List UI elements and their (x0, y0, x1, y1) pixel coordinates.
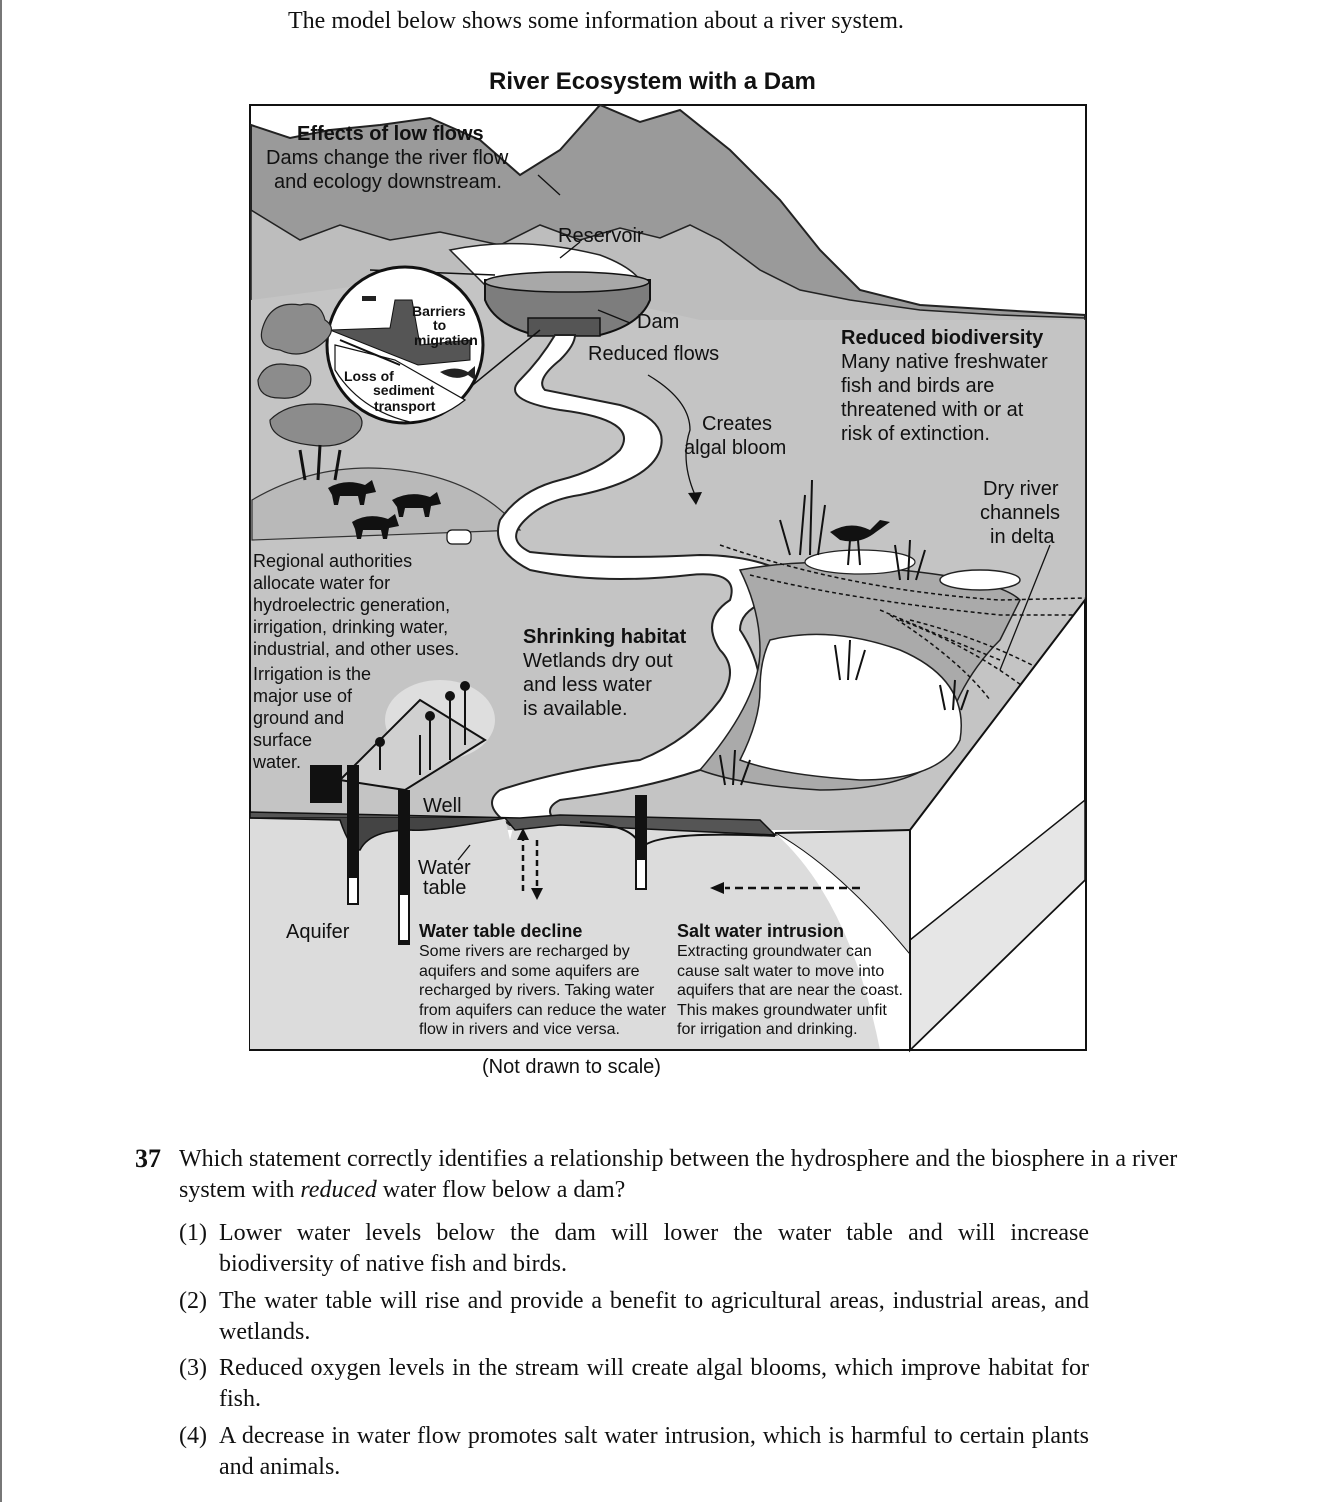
label-barriers-1: Barriers (412, 303, 466, 319)
callout-lines (457, 174, 1051, 861)
wading-bird-icon (830, 520, 890, 566)
answer-option-text: The water table will rise and provide a … (219, 1288, 1089, 1345)
label-regional-5: industrial, and other uses. (253, 639, 459, 659)
label-loss-2: sediment (373, 382, 435, 398)
label-wtd-4: from aquifers can reduce the water (419, 1002, 667, 1019)
label-biodiversity-1: Many native freshwater (841, 351, 1048, 373)
label-well: Well (423, 795, 462, 817)
fish-icon (440, 366, 475, 380)
label-dry-2: channels (980, 502, 1060, 524)
label-shrink-3: is available. (523, 698, 628, 720)
question-stem-part1: Which statement correctly identifies a r… (179, 1146, 1178, 1203)
question-stem-emphasis: reduced (300, 1177, 377, 1203)
label-reservoir: Reservoir (558, 225, 644, 247)
label-irrigation-5: water. (252, 752, 301, 772)
label-swi-5: for irrigation and drinking. (677, 1021, 858, 1038)
label-wtd-heading: Water table decline (419, 921, 582, 941)
label-irrigation-2: major use of (253, 686, 353, 706)
answer-option-2[interactable]: (2) The water table will rise and provid… (179, 1286, 1089, 1348)
label-aquifer: Aquifer (286, 921, 350, 943)
label-barriers-2: to (433, 317, 446, 333)
label-water-table-2: table (423, 877, 466, 899)
answer-option-4[interactable]: (4) A decrease in water flow promotes sa… (179, 1421, 1089, 1483)
label-biodiversity-heading: Reduced biodiversity (841, 327, 1044, 349)
cattle-icons (328, 480, 441, 539)
up-arrow-icon (517, 828, 529, 840)
left-arrow-icon (710, 882, 724, 894)
irrigation-field (310, 680, 495, 803)
label-wtd-3: recharged by rivers. Taking water (419, 982, 655, 999)
label-loss-1: Loss of (344, 368, 394, 384)
page-left-border (0, 0, 2, 1502)
delta-island (939, 569, 1021, 591)
crop-plant-icons (375, 681, 470, 775)
trees (257, 303, 363, 481)
label-biodiversity-4: risk of extinction. (841, 423, 990, 445)
reed-plant-icons (719, 479, 969, 786)
wetland-pool (738, 633, 962, 781)
label-regional-4: irrigation, drinking water, (253, 617, 448, 637)
answer-option-text: Lower water levels below the dam will lo… (219, 1220, 1089, 1277)
label-irrigation-3: ground and (253, 708, 344, 728)
question-number: 37 (135, 1144, 161, 1173)
label-regional-1: Regional authorities (253, 551, 412, 571)
diagram-title: River Ecosystem with a Dam (489, 68, 816, 95)
label-biodiversity-3: threatened with or at (841, 399, 1024, 421)
answer-option-number: (2) (179, 1288, 207, 1314)
pump-house-icon (310, 765, 342, 803)
label-swi-4: This makes groundwater unfit (677, 1002, 887, 1019)
down-arrow-icon (531, 888, 543, 900)
label-swi-heading: Salt water intrusion (677, 921, 844, 941)
down-arrow-icon (688, 492, 702, 505)
label-dry-1: Dry river (983, 478, 1059, 500)
answer-option-number: (1) (179, 1220, 207, 1246)
water-tank-icon (446, 529, 472, 545)
label-shrink-2: and less water (523, 674, 652, 696)
label-irrigation-4: surface (253, 730, 312, 750)
answer-option-1[interactable]: (1) Lower water levels below the dam wil… (179, 1218, 1089, 1280)
label-algal-bloom: algal bloom (684, 437, 786, 459)
label-effects-heading: Effects of low flows (297, 123, 484, 145)
wells (347, 765, 647, 945)
label-wtd-5: flow in rivers and vice versa. (419, 1021, 620, 1038)
dam (484, 271, 651, 337)
label-swi-3: aquifers that are near the coast. (677, 982, 903, 999)
answer-option-text: Reduced oxygen levels in the stream will… (219, 1355, 1089, 1412)
label-reduced-flows: Reduced flows (588, 343, 719, 365)
dam-closeup-magnifier (325, 265, 541, 425)
label-wtd-1: Some rivers are recharged by (419, 943, 630, 960)
label-effects-line1: Dams change the river flow (266, 147, 509, 169)
label-biodiversity-2: fish and birds are (841, 375, 994, 397)
label-shrink-heading: Shrinking habitat (523, 626, 687, 648)
diagram-caption: (Not drawn to scale) (482, 1056, 661, 1078)
label-water-table-1: Water (418, 857, 471, 879)
answer-option-number: (4) (179, 1423, 207, 1449)
block-side (774, 597, 1086, 1053)
label-dam: Dam (637, 311, 679, 333)
label-irrigation-1: Irrigation is the (253, 664, 371, 684)
label-wtd-2: aquifers and some aquifers are (419, 963, 640, 980)
label-barriers-3: migration (414, 332, 478, 348)
label-effects-line2: and ecology downstream. (274, 171, 502, 193)
boat-icon (362, 296, 376, 301)
label-regional-2: allocate water for (253, 573, 390, 593)
answer-option-number: (3) (179, 1355, 207, 1381)
answer-option-3[interactable]: (3) Reduced oxygen levels in the stream … (179, 1353, 1089, 1415)
recharge-arrows (521, 835, 539, 895)
question-stem-part2: water flow below a dam? (376, 1177, 626, 1203)
label-creates: Creates (702, 413, 772, 435)
intro-text: The model below shows some information a… (288, 8, 904, 34)
river (491, 334, 802, 826)
label-swi-1: Extracting groundwater can (677, 943, 872, 960)
label-loss-3: transport (374, 398, 436, 414)
answer-option-text: A decrease in water flow promotes salt w… (219, 1423, 1089, 1480)
question-stem: Which statement correctly identifies a r… (179, 1144, 1179, 1206)
label-dry-3: in delta (990, 526, 1055, 548)
label-regional-3: hydroelectric generation, (253, 595, 450, 615)
diagram-labels: Effects of low flows Dams change the riv… (252, 123, 1060, 1038)
label-swi-2: cause salt water to move into (677, 963, 884, 980)
label-shrink-1: Wetlands dry out (523, 650, 673, 672)
